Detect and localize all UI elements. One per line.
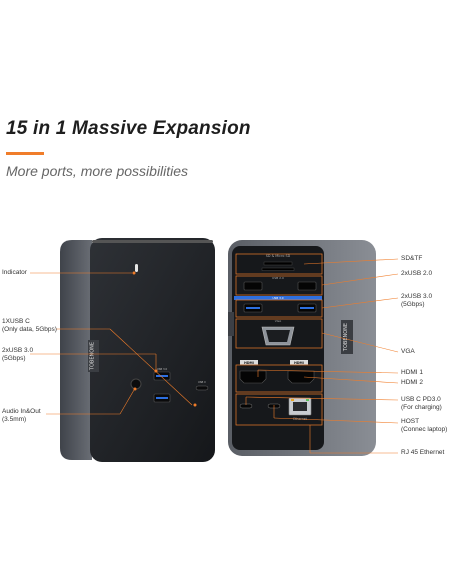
left-brand-mark: TOBENONE xyxy=(90,342,96,371)
usb30-strip xyxy=(234,296,322,300)
sd-tf-label: SD & Micro SD xyxy=(266,254,291,258)
tagline: More ports, more possibilities xyxy=(6,163,189,179)
left-device-side xyxy=(60,240,92,460)
label-hdmi2: HDMI 2 xyxy=(401,379,424,386)
hdmi1-label: HDMI xyxy=(244,361,254,365)
label-host: HOST(Connec laptop) xyxy=(401,418,448,433)
label-usb20: 2xUSB 2.0 xyxy=(401,270,433,277)
usb30-port-1 xyxy=(246,307,260,309)
hdmi2-label: HDMI xyxy=(294,361,304,365)
tf-slot xyxy=(261,267,295,271)
front-usb-label: USB 3.0 xyxy=(157,367,168,371)
usb20-port-1 xyxy=(243,281,263,291)
hdmi2-badge xyxy=(290,360,308,365)
front-usbc-label: USB C xyxy=(198,380,206,384)
right-callout-lines xyxy=(245,258,399,454)
left-callout-lines xyxy=(30,271,197,415)
left-device-front xyxy=(90,238,215,462)
hdmi1-badge xyxy=(240,360,258,365)
label-vga: VGA xyxy=(401,348,415,355)
label-front-usb3: 2xUSB 3.0(5Gbps) xyxy=(2,347,34,362)
right-brand-mark: TOBENONE xyxy=(343,323,349,352)
front-usb-a-1 xyxy=(156,375,168,377)
hdmi2-port xyxy=(287,370,315,384)
callout-boxes xyxy=(235,253,323,426)
vga-label: VGA xyxy=(275,319,282,323)
usb20-label: USB 2.0 xyxy=(272,276,284,280)
indicator-led xyxy=(135,264,138,272)
sd-slot xyxy=(263,261,293,266)
usb20-port-2 xyxy=(297,281,317,291)
audio-jack xyxy=(130,378,142,390)
usb30-label: USB 3.0 xyxy=(272,296,283,300)
label-rear-usb3: 2xUSB 3.0(5Gbps) xyxy=(401,293,433,308)
label-usbc-pd: USB C PD3.0(For charging) xyxy=(401,396,442,411)
accent-bar xyxy=(6,152,44,155)
label-usb-c-data: 1XUSB C(Only data, 5Gbps) xyxy=(2,318,57,333)
left-device: TOBENONE USB 3.0 USB C xyxy=(60,238,215,462)
label-ethernet: RJ 45 Ethernet xyxy=(401,449,445,456)
label-audio: Audio In&Out(3.5mm) xyxy=(2,408,41,423)
label-indicator: Indicator xyxy=(2,269,27,276)
label-hdmi1: HDMI 1 xyxy=(401,369,424,376)
label-sd-tf: SD&TF xyxy=(401,255,423,262)
front-usb-c-port xyxy=(195,385,209,391)
headline: 15 in 1 Massive Expansion xyxy=(6,118,251,139)
usb30-port-2 xyxy=(300,307,314,309)
front-usb-a-2 xyxy=(156,397,168,399)
hdmi1-port xyxy=(239,370,267,384)
